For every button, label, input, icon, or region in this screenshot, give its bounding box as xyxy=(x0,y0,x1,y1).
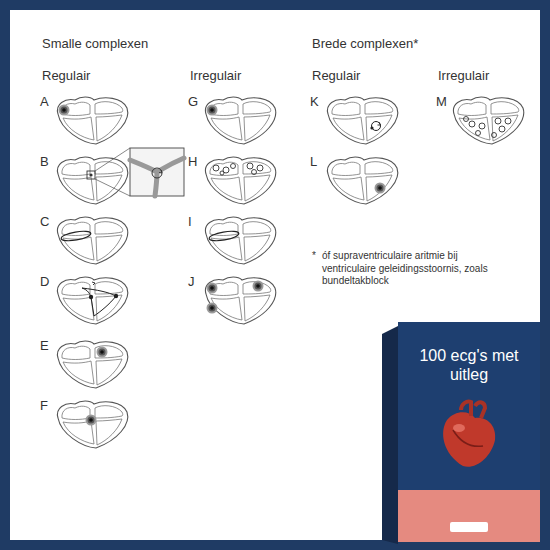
column-heading: Regulair xyxy=(312,68,360,84)
panel-letter: E xyxy=(40,338,49,354)
panel-letter: L xyxy=(310,154,317,170)
panel-letter: F xyxy=(40,398,48,414)
section-heading: Brede complexen* xyxy=(312,36,418,52)
panel-letter: K xyxy=(310,94,319,110)
panel-letter: D xyxy=(40,274,49,290)
panel-letter: G xyxy=(188,94,198,110)
footnote-text: óf supraventriculaire aritmie bij ventri… xyxy=(322,250,497,288)
column-heading: Regulair xyxy=(42,68,90,84)
panel-letter: C xyxy=(40,214,49,230)
book-title: 100 ecg's met uitleg xyxy=(404,346,534,384)
column-heading: Irregulair xyxy=(190,68,241,84)
panel-letter: J xyxy=(188,274,195,290)
panel-letter: A xyxy=(40,94,49,110)
panel-letter: B xyxy=(40,154,49,170)
panel-letter: M xyxy=(436,94,447,110)
section-heading: Smalle complexen xyxy=(42,36,148,52)
panel-letter: I xyxy=(188,214,192,230)
panel-letter: H xyxy=(188,154,197,170)
column-heading: Irregulair xyxy=(438,68,489,84)
footnote-mark: * xyxy=(312,250,316,263)
